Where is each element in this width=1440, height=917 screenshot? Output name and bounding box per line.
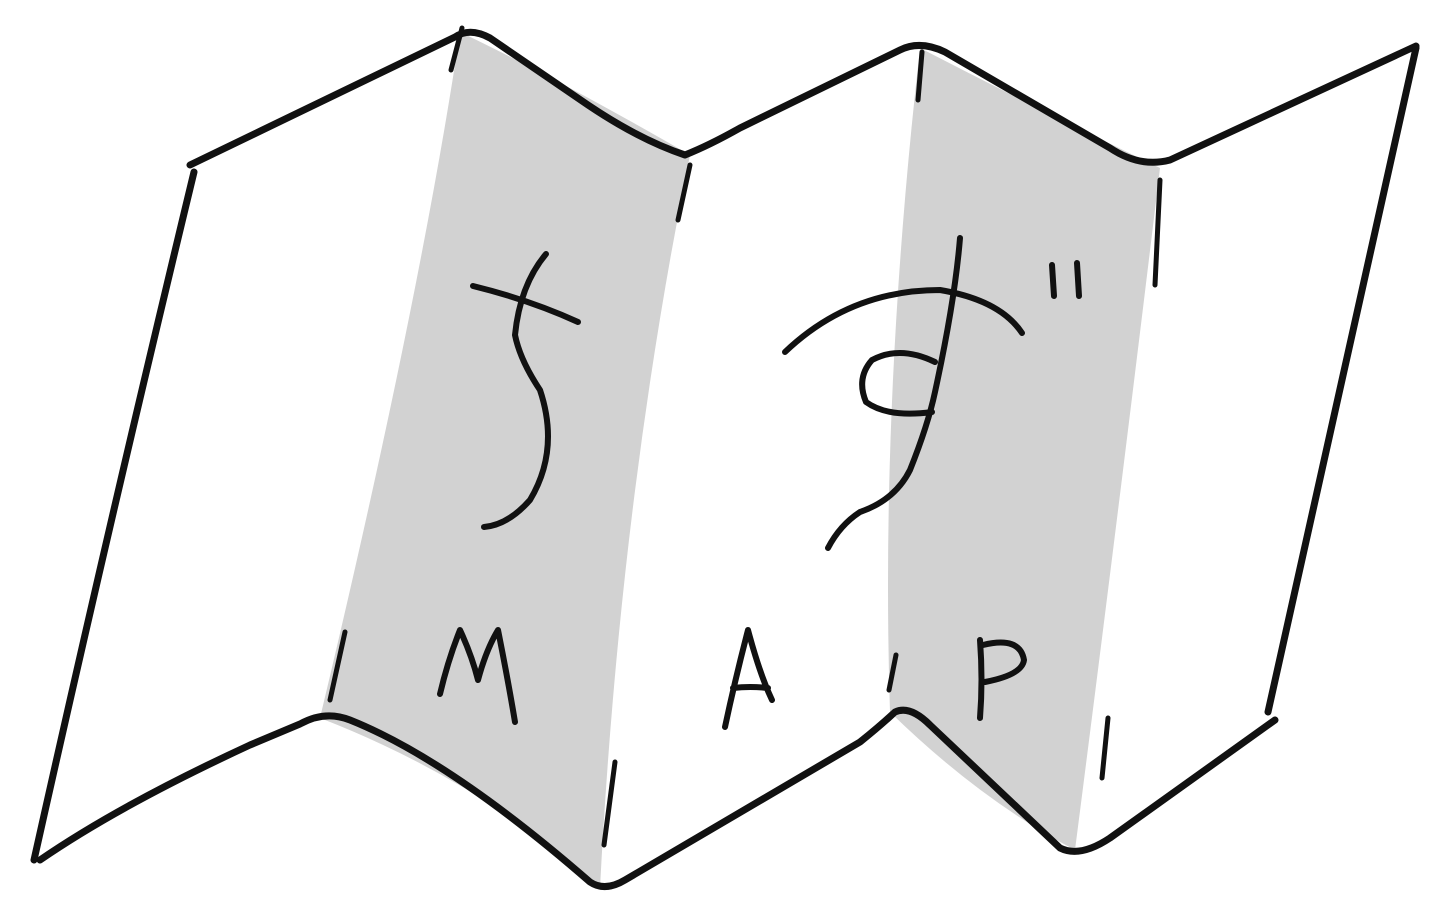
- map-left-edge: [30, 168, 198, 864]
- map-letters: [437, 627, 1027, 730]
- fold-mark: [1099, 715, 1111, 781]
- kana-zu-crossbar: [782, 287, 1025, 355]
- kana-zu-stroke: [825, 235, 963, 551]
- map-top-edge: [186, 28, 1420, 169]
- fold-mark: [886, 652, 899, 693]
- map-outline: [30, 28, 1420, 890]
- map-panel-5: [1075, 48, 1418, 850]
- kana-chi-crossbar: [470, 283, 581, 325]
- fold-mark: [601, 759, 618, 848]
- fold-mark: [915, 49, 925, 103]
- map-panel-2: [320, 32, 690, 888]
- map-panels: [40, 32, 1418, 888]
- letter-m: [437, 627, 518, 725]
- map-bottom-edge: [36, 706, 1279, 890]
- kana-label-chizu: [470, 235, 1082, 551]
- kana-dakuten: [1049, 260, 1082, 299]
- fold-mark: [675, 162, 693, 223]
- letter-a: [722, 627, 775, 730]
- map-right-edge: [1264, 44, 1420, 716]
- kana-zu-loop: [859, 349, 938, 417]
- map-panel-3: [600, 48, 920, 888]
- fold-mark: [327, 629, 348, 703]
- fold-mark: [1152, 177, 1163, 288]
- map-shaded-panels: [320, 32, 1160, 888]
- letter-p: [977, 637, 1027, 721]
- map-panel-1: [40, 32, 460, 860]
- fold-mark: [448, 25, 465, 73]
- fold-marks: [327, 25, 1163, 848]
- kana-chi-stroke: [481, 251, 551, 530]
- map-panel-4: [888, 48, 1160, 850]
